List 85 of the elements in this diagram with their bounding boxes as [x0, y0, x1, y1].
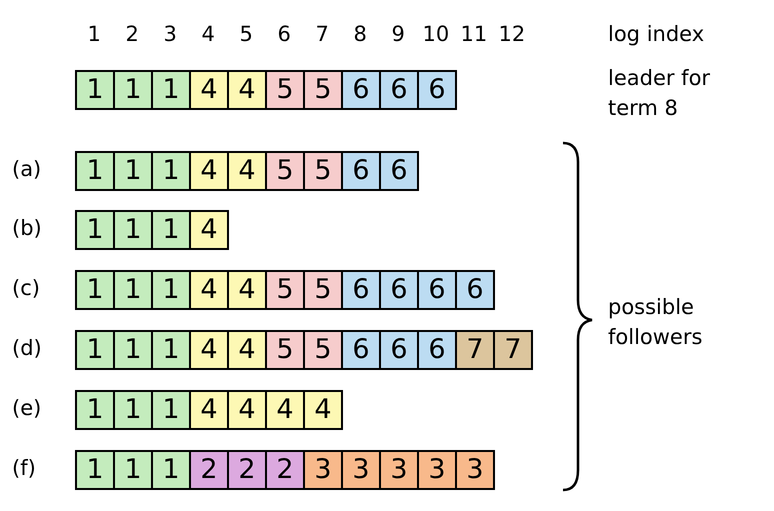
- log-entry-cell: 3: [455, 450, 495, 490]
- log-entry-cell: 4: [189, 151, 229, 191]
- log-entry-cell: 4: [303, 390, 343, 430]
- column-number: 2: [126, 22, 139, 46]
- column-number: 3: [164, 22, 177, 46]
- log-entry-cell: 6: [379, 270, 419, 310]
- log-entry-cell: 2: [265, 450, 305, 490]
- log-entry-cell: 4: [227, 390, 267, 430]
- row-letter: (b): [12, 216, 42, 240]
- log-entry-cell: 5: [303, 330, 343, 370]
- column-number: 6: [278, 22, 291, 46]
- row-label: leader for term 8: [608, 65, 712, 122]
- log-entry-cell: 6: [379, 151, 419, 191]
- log-entry-cell: 1: [75, 330, 115, 370]
- log-entry-cell: 1: [151, 330, 191, 370]
- log-entry-cell: 1: [151, 70, 191, 110]
- log-entry-cell: 1: [113, 450, 153, 490]
- log-entry-cell: 4: [189, 270, 229, 310]
- log-entry-cell: 6: [341, 330, 381, 370]
- row-letter: (e): [12, 396, 42, 420]
- log-entry-cell: 6: [379, 330, 419, 370]
- log-entry-cell: 6: [455, 270, 495, 310]
- log-entry-cell: 4: [189, 390, 229, 430]
- column-number: 1: [88, 22, 101, 46]
- log-entry-cell: 5: [303, 270, 343, 310]
- log-entry-cell: 7: [455, 330, 495, 370]
- log-entry-cell: 2: [227, 450, 267, 490]
- row-letter: (a): [12, 157, 42, 181]
- log-entry-cell: 4: [227, 151, 267, 191]
- log-entry-cell: 4: [227, 270, 267, 310]
- log-entry-cell: 5: [265, 70, 305, 110]
- log-entry-cell: 1: [151, 151, 191, 191]
- log-entry-cell: 6: [417, 70, 457, 110]
- log-entry-cell: 1: [113, 70, 153, 110]
- column-number: 12: [498, 22, 526, 46]
- column-number: 5: [240, 22, 253, 46]
- log-entry-cell: 5: [265, 151, 305, 191]
- row-letter: (d): [12, 336, 42, 360]
- log-entry-cell: 4: [189, 210, 229, 250]
- column-number: 8: [354, 22, 367, 46]
- log-entry-cell: 1: [151, 390, 191, 430]
- log-entry-cell: 1: [113, 390, 153, 430]
- log-entry-cell: 1: [75, 210, 115, 250]
- group-label: possible followers: [608, 294, 704, 351]
- log-entry-cell: 3: [379, 450, 419, 490]
- log-entry-cell: 2: [189, 450, 229, 490]
- log-entry-cell: 4: [227, 70, 267, 110]
- log-entry-cell: 1: [75, 390, 115, 430]
- log-entry-cell: 1: [75, 270, 115, 310]
- log-entry-cell: 1: [113, 270, 153, 310]
- log-entry-cell: 4: [227, 330, 267, 370]
- log-entry-cell: 6: [341, 270, 381, 310]
- column-number: 4: [202, 22, 215, 46]
- log-entry-cell: 1: [113, 151, 153, 191]
- row-letter: (f): [12, 456, 36, 480]
- log-entry-cell: 1: [113, 210, 153, 250]
- log-entry-cell: 6: [417, 330, 457, 370]
- log-entry-cell: 6: [379, 70, 419, 110]
- row-letter: (c): [12, 276, 40, 300]
- log-entry-cell: 1: [75, 151, 115, 191]
- log-entry-cell: 5: [265, 330, 305, 370]
- column-number: 10: [422, 22, 450, 46]
- column-number: 11: [460, 22, 488, 46]
- log-entry-cell: 3: [417, 450, 457, 490]
- log-entry-cell: 4: [189, 70, 229, 110]
- log-entry-cell: 6: [341, 70, 381, 110]
- log-entry-cell: 1: [151, 450, 191, 490]
- log-entry-cell: 3: [303, 450, 343, 490]
- log-entry-cell: 7: [493, 330, 533, 370]
- axis-label: log index: [608, 22, 704, 46]
- log-entry-cell: 5: [265, 270, 305, 310]
- log-entry-cell: 6: [417, 270, 457, 310]
- log-entry-cell: 1: [151, 270, 191, 310]
- log-entry-cell: 1: [75, 450, 115, 490]
- column-number: 7: [316, 22, 329, 46]
- log-entry-cell: 1: [75, 70, 115, 110]
- log-entry-cell: 4: [265, 390, 305, 430]
- column-number: 9: [392, 22, 405, 46]
- log-entry-cell: 4: [189, 330, 229, 370]
- log-entry-cell: 1: [113, 330, 153, 370]
- log-entry-cell: 5: [303, 151, 343, 191]
- log-entry-cell: 6: [341, 151, 381, 191]
- log-entry-cell: 1: [151, 210, 191, 250]
- log-entry-cell: 3: [341, 450, 381, 490]
- log-entry-cell: 5: [303, 70, 343, 110]
